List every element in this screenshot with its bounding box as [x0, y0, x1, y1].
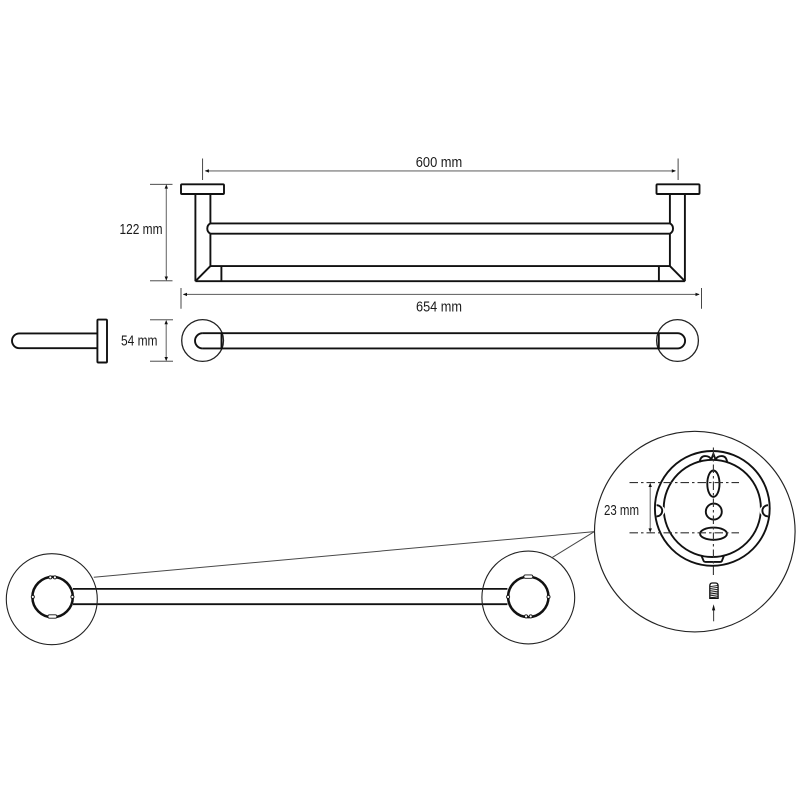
svg-text:23 mm: 23 mm [604, 503, 639, 519]
svg-text:122 mm: 122 mm [120, 222, 163, 238]
svg-text:600 mm: 600 mm [416, 155, 463, 171]
svg-text:654 mm: 654 mm [416, 299, 462, 315]
svg-text:54 mm: 54 mm [121, 334, 158, 350]
